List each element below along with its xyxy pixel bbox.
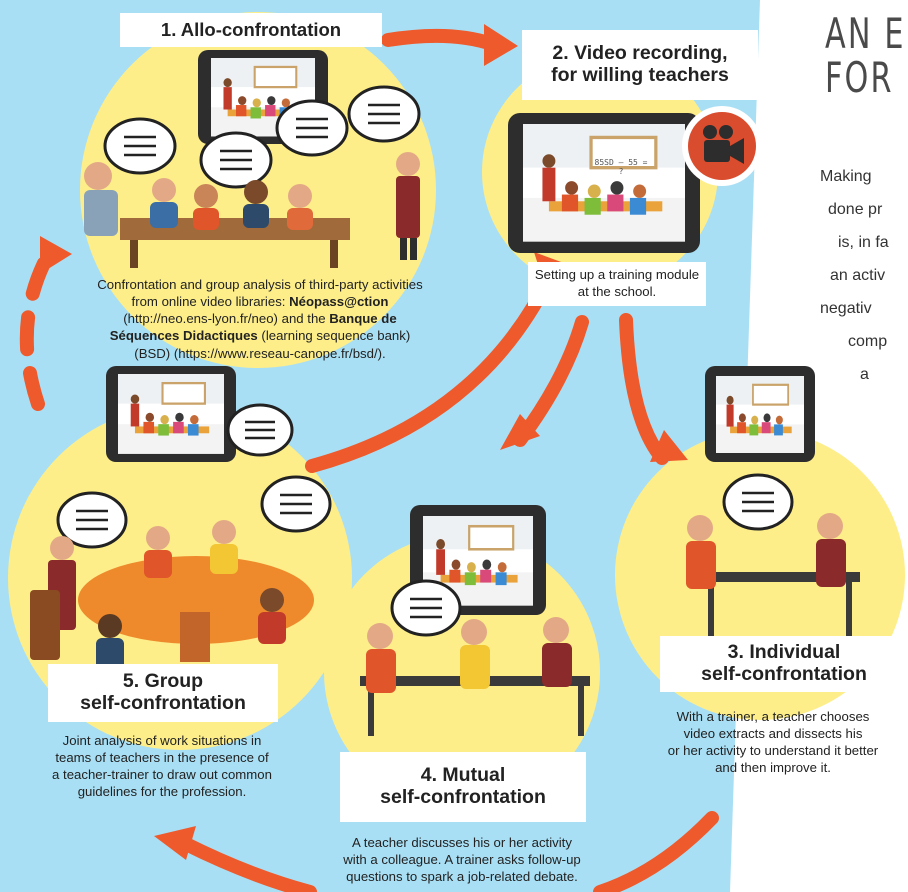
step-5-description: Joint analysis of work situations in tea… — [22, 732, 302, 801]
step-3-desc-line-2: video extracts and dissects his — [683, 726, 863, 742]
step-3-desc-line-4: and then improve it. — [715, 760, 831, 776]
side-paragraph: Making done pr is, in fa an activ negati… — [820, 160, 908, 391]
step-2-board-text: 85SD – 55 = ? — [594, 158, 648, 176]
step-1-description: Confrontation and group analysis of thir… — [60, 276, 460, 362]
step-5-desc-line-1: Joint analysis of work situations in — [62, 733, 262, 748]
side-line-2: done pr — [828, 201, 883, 218]
step-3-title: 3. Individual self-confrontation — [660, 636, 908, 692]
bubble-lines — [76, 103, 774, 619]
step-2-desc-line-1: Setting up a training module — [534, 267, 700, 282]
arrow-2-to-3 — [619, 313, 669, 465]
side-heading-line-1: AN E — [825, 9, 906, 58]
step-3-title-line-1: 3. Individual — [727, 641, 841, 664]
tablet-recording — [508, 106, 762, 253]
arrow-3-to-5 — [593, 811, 719, 892]
step-4-desc-line-3: questions to spark a job-related debate. — [346, 869, 578, 885]
cycle-arrows — [19, 28, 719, 892]
step-4-desc-line-1: A teacher discusses his or her activity — [352, 835, 572, 850]
side-line-6: comp — [848, 333, 888, 350]
step-4-desc-line-2: with a colleague. A trainer asks follow-… — [343, 852, 581, 868]
side-line-5: negativ — [820, 300, 872, 317]
tablet-individual — [705, 366, 815, 462]
step-3-description: With a trainer, a teacher chooses video … — [638, 708, 908, 777]
step-1-desc-line-4: Séquences Didactiques (learning sequence… — [60, 327, 460, 344]
step-1-desc-line-2-text: from online video libraries: — [131, 294, 290, 310]
step-1-title-text: 1. Allo-confrontation — [160, 18, 342, 40]
step-1-desc-line-4-text: (learning sequence bank) — [257, 328, 411, 344]
tablet-group — [106, 366, 236, 462]
side-heading-line-2: FOR — [825, 53, 894, 103]
step-1-desc-line-5: (BSD) (https://www.reseau-canope.fr/bsd/… — [134, 345, 386, 361]
step-1-desc-line-3: (http://neo.ens-lyon.fr/neo) and the Ban… — [60, 310, 460, 327]
step-1-bsd-name-part1: Banque de — [329, 311, 397, 327]
step-1-title: 1. Allo-confrontation — [120, 13, 382, 47]
step-1-desc-line-2: from online video libraries: Néopass@cti… — [60, 293, 460, 310]
step-1-desc-line-3-text: (http://neo.ens-lyon.fr/neo) and the — [123, 311, 330, 327]
step-2-description: Setting up a training module at the scho… — [528, 262, 706, 306]
step-5-desc-line-2: teams of teachers in the presence of — [55, 750, 269, 766]
step-5-desc-line-3: a teacher-trainer to draw out common — [52, 767, 272, 783]
side-heading: AN E FOR — [825, 9, 908, 103]
side-line-4: an activ — [830, 267, 886, 284]
step-3-desc-line-1: With a trainer, a teacher chooses — [676, 709, 870, 724]
step-2-title-line-1: 2. Video recording, — [552, 42, 728, 65]
side-line-1: Making — [820, 168, 872, 185]
scene-allo-people — [84, 152, 420, 268]
step-1-neopass-link: Néopass@ction — [289, 294, 389, 310]
scene-group-people — [30, 520, 314, 670]
step-4-title-line-1: 4. Mutual — [420, 764, 506, 787]
arrow-1-to-2 — [381, 28, 499, 51]
step-5-desc-line-4: guidelines for the profession. — [77, 784, 247, 800]
step-5-title-line-1: 5. Group — [122, 670, 204, 693]
step-2-desc-line-2: at the school. — [577, 284, 657, 300]
step-3-title-line-2: self-confrontation — [701, 663, 867, 685]
step-3-desc-line-3: or her activity to understand it better — [667, 743, 879, 759]
step-1-bsd-name-part2: Séquences Didactiques — [109, 328, 258, 344]
step-1-desc-line-1: Confrontation and group analysis of thir… — [97, 277, 423, 292]
side-line-7: a — [860, 366, 869, 383]
step-4-title-line-2: self-confrontation — [380, 786, 546, 808]
arrow-5-to-2 — [305, 269, 557, 473]
step-4-title: 4. Mutual self-confrontation — [340, 752, 586, 822]
step-5-title: 5. Group self-confrontation — [48, 664, 278, 722]
step-2-title-line-2: for willing teachers — [551, 64, 729, 86]
scene-mutual-people — [360, 617, 590, 736]
step-2-title: 2. Video recording, for willing teachers — [522, 30, 758, 100]
arrow-4-to-5 — [177, 836, 317, 892]
step-5-title-line-2: self-confrontation — [80, 692, 246, 714]
side-line-3: is, in fa — [838, 234, 889, 251]
step-4-description: A teacher discusses his or her activity … — [312, 834, 612, 885]
scene-individual-people — [686, 513, 860, 638]
